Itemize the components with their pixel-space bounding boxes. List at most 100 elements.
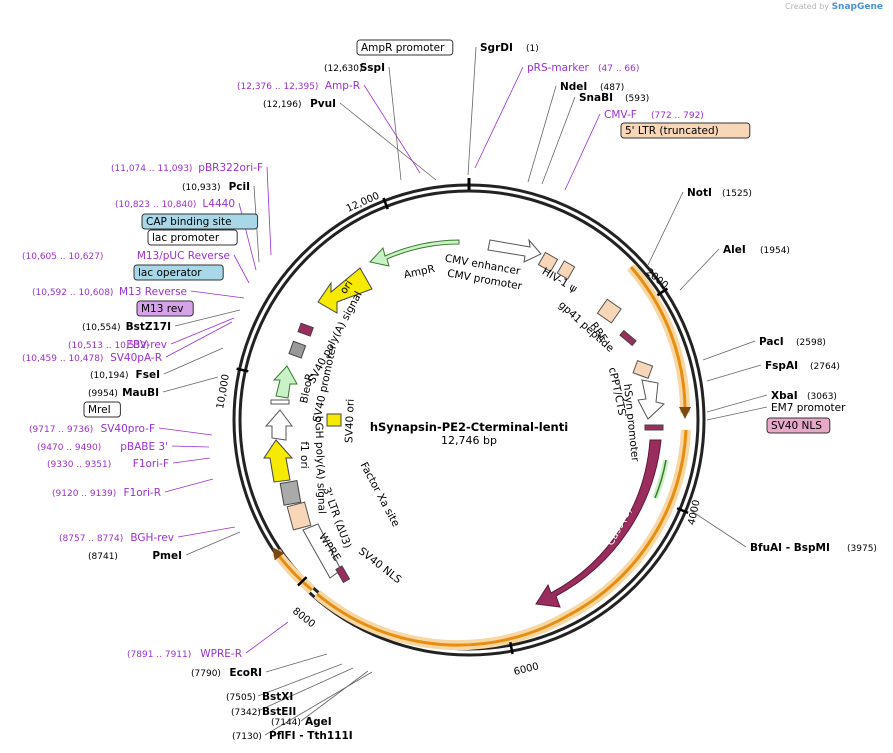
site-m13-reverse[interactable]: M13 Reverse(10,592 .. 10,608) <box>32 286 187 298</box>
site-maubi[interactable]: MauBI(9954) <box>88 387 159 399</box>
site-paci-position: (2598) <box>796 338 826 348</box>
site-paci-label: PacI <box>759 336 784 348</box>
site-noti[interactable]: NotI(1525) <box>687 187 752 199</box>
site-f1ori-f-leader <box>172 457 211 464</box>
site-m13-rev-label: M13 rev <box>141 303 184 315</box>
site-bsteii[interactable]: BstEII(7342) <box>231 706 296 718</box>
tick-label: 6000 <box>513 661 540 678</box>
site-noti-label: NotI <box>687 187 712 199</box>
site-bsteii-leader <box>257 667 354 712</box>
tick-label: 8000 <box>290 606 317 630</box>
site-pbabe-3-position: (9470 .. 9490) <box>37 443 101 453</box>
site-agei-leader <box>300 670 369 722</box>
site-pmei[interactable]: PmeI(8741) <box>88 550 182 562</box>
site-5-ltr-truncated[interactable]: 5' LTR (truncated) <box>620 122 751 139</box>
site-ndei-position: (487) <box>600 83 624 93</box>
site-pflfi-tth111i-position: (7130) <box>232 732 262 742</box>
site-agei[interactable]: AgeI(7144) <box>271 716 332 728</box>
site-amp-r[interactable]: Amp-R(12,376 .. 12,395) <box>237 80 360 92</box>
site-maubi-label: MauBI <box>122 387 159 399</box>
site-l4440-position: (10,823 .. 10,840) <box>115 200 196 210</box>
site-wpre-r[interactable]: WPRE-R(7891 .. 7911) <box>127 648 242 660</box>
site-fspai-label: FspAI <box>765 360 798 372</box>
site-prs-marker-leader <box>474 66 524 169</box>
site-fsei-leader <box>163 347 224 375</box>
site-pmei-leader <box>185 531 241 556</box>
site-ndei[interactable]: NdeI(487) <box>560 81 624 93</box>
site-f1ori-r-label: F1ori-R <box>124 487 161 499</box>
feature-label-factor-xa-site: Factor Xa site <box>358 460 402 529</box>
site-ebv-rev-label: EBV-rev <box>126 339 167 351</box>
feature-label-hsyn-promoter: hSyn promoter <box>621 383 641 463</box>
site-sv40-nls[interactable]: SV40 NLS <box>766 417 831 434</box>
tick-mark <box>509 641 514 655</box>
plasmid-size: 12,746 bp <box>441 434 497 447</box>
site-pcii[interactable]: PciI(10,933) <box>182 181 250 193</box>
site-snabi-leader <box>541 96 576 185</box>
site-lac-promoter[interactable]: lac promoter <box>147 229 238 246</box>
site-fspai-leader <box>706 364 762 382</box>
site-ebv-rev[interactable]: EBV-rev(10,513 .. 10,532) <box>68 339 167 351</box>
site-paci-leader <box>702 340 756 361</box>
inner-features <box>263 238 669 608</box>
site-lac-operator[interactable]: lac operator <box>133 264 224 281</box>
site-f1ori-f-label: F1ori-F <box>133 458 169 470</box>
site-amp-r-leader <box>363 84 421 174</box>
site-sv40pa-r[interactable]: SV40pA-R(10,459 .. 10,478) <box>22 352 162 364</box>
site-noti-leader <box>647 191 684 266</box>
site-em7-promoter-leader <box>706 406 768 421</box>
tick-mark <box>676 507 689 515</box>
site-sspi[interactable]: SspI(12,630) <box>324 62 385 74</box>
site-prs-marker[interactable]: pRS-marker(47 .. 66) <box>527 62 639 74</box>
site-sv40-nls-box <box>766 417 831 434</box>
site-bgh-rev[interactable]: BGH-rev(8757 .. 8774) <box>59 532 174 544</box>
site-sspi-label: SspI <box>360 62 385 74</box>
site-cap-binding-site[interactable]: CAP binding site <box>141 213 259 230</box>
feature-label-ampr: AmpR <box>403 263 436 281</box>
site-bstxi-label: BstXI <box>262 691 293 703</box>
site-snabi[interactable]: SnaBI(593) <box>579 92 649 104</box>
site-f1ori-f[interactable]: F1ori-F(9330 .. 9351) <box>47 458 169 470</box>
site-pbr322ori-f[interactable]: pBR322ori-F(11,074 .. 11,093) <box>111 162 263 174</box>
outer-features <box>271 263 692 651</box>
site-bgh-rev-leader <box>177 526 236 538</box>
site-bstz17i-leader <box>174 309 241 327</box>
site-ecori-position: (7790) <box>191 669 221 679</box>
site-pcii-label: PciI <box>229 181 250 193</box>
site-bstxi[interactable]: BstXI(7505) <box>226 691 293 703</box>
site-ecori[interactable]: EcoRI (7790) <box>191 667 262 679</box>
site-fsei[interactable]: FseI(10,194) <box>90 369 160 381</box>
site-xbai[interactable]: XbaI(3063) <box>771 390 837 402</box>
site-sv40pa-r-leader <box>165 321 233 358</box>
site-cmv-f-label: CMV-F <box>604 109 637 121</box>
site-pbr322ori-f-leader <box>266 166 272 256</box>
site-bfuai-bspmi[interactable]: BfuAI - BspMI(3975) <box>750 542 877 554</box>
site-ecori-label: EcoRI <box>229 667 262 679</box>
site-fsei-position: (10,194) <box>90 371 129 381</box>
site-l4440[interactable]: L4440(10,823 .. 10,840) <box>115 198 235 210</box>
feature-label-sv40-ori: SV40 ori <box>343 399 357 444</box>
site-f1ori-r[interactable]: F1ori-R(9120 .. 9139) <box>52 487 161 499</box>
site-bgh-rev-label: BGH-rev <box>130 532 174 544</box>
site-pbabe-3[interactable]: pBABE 3' (9470 .. 9490) <box>37 441 168 453</box>
site-alei[interactable]: AleI(1954) <box>723 244 790 256</box>
snapgene-logo: SnapGene <box>831 2 883 12</box>
site-mrei-box <box>83 401 121 418</box>
site-bstz17i[interactable]: BstZ17I(10,554) <box>82 321 171 333</box>
site-m13-reverse-position: (10,592 .. 10,608) <box>32 288 113 298</box>
site-sgrdi[interactable]: SgrDI(1) <box>480 42 539 54</box>
site-m13-puc-reverse[interactable]: M13/pUC Reverse(10,605 .. 10,627) <box>22 250 230 262</box>
site-prs-marker-label: pRS-marker <box>527 62 590 74</box>
site-ampr-promoter[interactable]: AmpR promoter <box>356 39 454 56</box>
site-pbabe-3-label: pBABE 3' <box>120 441 168 453</box>
site-pvui[interactable]: PvuI(12,196) <box>263 98 336 110</box>
site-sv40pro-f[interactable]: SV40pro-F(9717 .. 9736) <box>29 423 155 435</box>
site-pflfi-tth111i[interactable]: PflFI - Tth111I(7130) <box>232 730 353 742</box>
site-cmv-f[interactable]: CMV-F(772 .. 792) <box>604 109 704 121</box>
site-mrei[interactable]: MreI <box>83 401 121 418</box>
site-em7-promoter[interactable]: EM7 promoter <box>771 402 846 414</box>
site-m13-rev[interactable]: M13 rev <box>136 300 194 317</box>
site-fspai[interactable]: FspAI(2764) <box>765 360 840 372</box>
site-paci[interactable]: PacI (2598) <box>759 336 826 348</box>
